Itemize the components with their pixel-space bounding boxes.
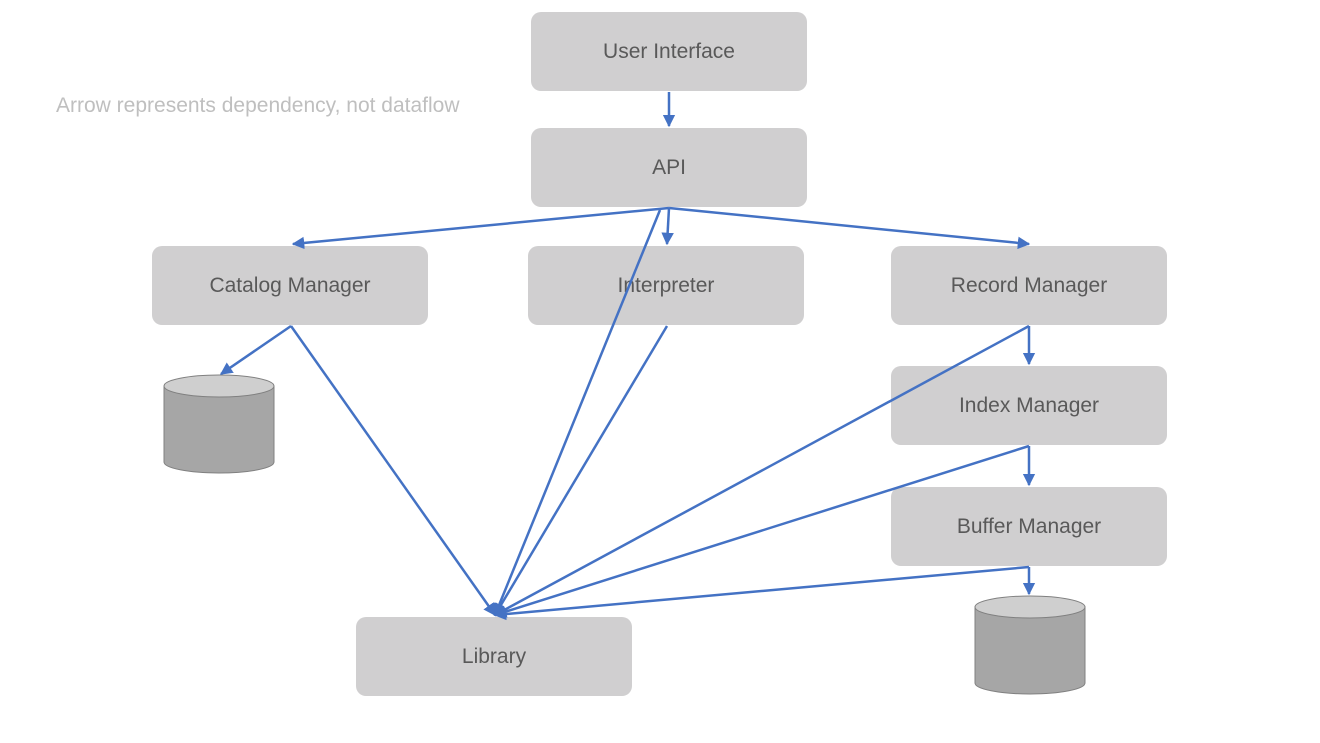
node-library: Library <box>356 617 632 696</box>
node-buffer-manager: Buffer Manager <box>891 487 1167 566</box>
arrow-catalog-to-storage <box>219 324 292 376</box>
arrow-api-to-interpreter <box>661 207 674 246</box>
buffer-storage-icon <box>974 595 1086 695</box>
arrow-index-to-library <box>493 444 1030 618</box>
node-catalog-manager: Catalog Manager <box>152 246 428 325</box>
arrow-api-to-catalog <box>291 206 670 250</box>
arrow-api-to-library <box>493 209 662 617</box>
diagram-note: Arrow represents dependency, not dataflo… <box>56 94 460 117</box>
arrow-api-to-record <box>668 206 1031 250</box>
arrow-interpreter-to-library <box>493 325 669 617</box>
node-record-manager: Record Manager <box>891 246 1167 325</box>
node-interpreter: Interpreter <box>528 246 804 325</box>
catalog-storage-icon <box>163 374 275 474</box>
node-user-interface: User Interface <box>531 12 807 91</box>
node-index-manager: Index Manager <box>891 366 1167 445</box>
arrow-record-to-library <box>493 324 1030 617</box>
node-api: API <box>531 128 807 207</box>
arrow-buffer-to-library <box>493 565 1030 621</box>
arrow-catalog-to-library <box>289 325 497 617</box>
